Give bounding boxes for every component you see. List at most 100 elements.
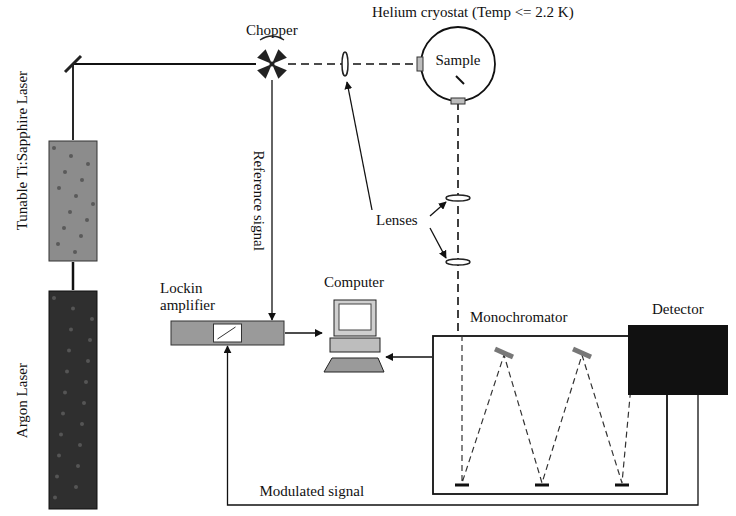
monochromator-box — [433, 336, 667, 494]
computer-node: Computer — [322, 298, 386, 378]
computer-shape — [322, 298, 386, 378]
rotation-arrow — [260, 36, 284, 40]
connector — [271, 80, 272, 320]
grating — [535, 484, 549, 487]
connector — [228, 346, 699, 505]
internal-beam — [462, 335, 668, 483]
texture-dot — [76, 464, 80, 468]
node-label: Lockin amplifier — [160, 280, 240, 315]
argon-node: Argon Laser — [48, 290, 98, 510]
grating — [615, 484, 629, 487]
connector — [288, 63, 420, 65]
texture-dot — [52, 146, 56, 150]
chopper-node: Chopper — [256, 48, 288, 80]
texture-dot — [62, 226, 66, 230]
texture-dot — [86, 359, 90, 363]
lens — [446, 259, 470, 265]
part-label: Lenses — [376, 212, 418, 229]
grating — [455, 484, 469, 487]
tisaph-shape — [48, 140, 98, 262]
texture-dot — [73, 250, 77, 254]
tisaph-node: Tunable Ti:Sapphire Laser — [48, 140, 98, 262]
mirror — [573, 349, 591, 357]
node-label: Tunable Ti:Sapphire Laser — [14, 70, 31, 229]
case — [330, 338, 380, 352]
texture-dot — [74, 485, 78, 489]
signal-label: Modulated signal — [258, 483, 367, 500]
monitor — [334, 300, 376, 336]
texture-dot — [91, 202, 95, 206]
texture-dot — [90, 317, 94, 321]
connector — [386, 356, 432, 357]
detector-box — [628, 325, 728, 395]
node-label: Computer — [324, 274, 384, 291]
node-label: Detector — [652, 301, 704, 318]
cryo-node: Helium cryostat (Temp <= 2.2 K)Sample — [420, 26, 496, 102]
leader-line — [347, 82, 372, 210]
beam-mirror — [65, 56, 81, 72]
texture-dot — [57, 186, 61, 190]
chopper-hub — [270, 62, 275, 67]
texture-dot — [71, 307, 75, 311]
texture-dot — [84, 380, 88, 384]
texture-dot — [56, 242, 60, 246]
texture-dot — [85, 218, 89, 222]
display — [214, 324, 242, 342]
mono-shape — [432, 335, 668, 495]
texture-dot — [65, 370, 69, 374]
sample-mount — [456, 76, 464, 84]
laser-box — [49, 291, 97, 509]
laser-box — [49, 141, 97, 261]
texture-dot — [55, 475, 59, 479]
texture-dot — [67, 349, 71, 353]
texture-dot — [78, 443, 82, 447]
chopper-shape — [256, 48, 288, 80]
instrument-box — [171, 321, 284, 345]
argon-shape — [48, 290, 98, 510]
lockin-shape — [170, 320, 285, 346]
node-label: Argon Laser — [13, 363, 30, 438]
chopper-blade — [257, 60, 276, 79]
inner-label: Sample — [436, 52, 481, 69]
detector-shape — [628, 325, 728, 395]
cryo-shape — [420, 26, 496, 102]
mirror — [495, 349, 513, 357]
texture-dot — [63, 391, 67, 395]
chopper-blade — [257, 49, 276, 68]
connector — [285, 332, 322, 333]
detector-node: Detector — [628, 325, 728, 395]
texture-dot — [69, 328, 73, 332]
screen — [339, 304, 371, 330]
texture-dot — [82, 401, 86, 405]
texture-dot — [79, 234, 83, 238]
display-needle — [218, 327, 236, 339]
texture-dot — [86, 162, 90, 166]
connector — [73, 64, 256, 140]
node-label: Monochromator — [470, 309, 567, 326]
chopper-blade — [268, 60, 287, 79]
node-label: Chopper — [246, 22, 298, 39]
connector — [72, 262, 75, 290]
texture-dot — [69, 154, 73, 158]
lens — [342, 52, 348, 76]
lens — [446, 195, 470, 201]
mono-node: Monochromator — [432, 335, 668, 495]
texture-dot — [80, 178, 84, 182]
texture-dot — [88, 338, 92, 342]
texture-dot — [53, 496, 57, 500]
lockin-node: Lockin amplifier — [170, 320, 285, 346]
node-label: Helium cryostat (Temp <= 2.2 K) — [372, 4, 574, 21]
cryostat-outline — [421, 27, 495, 101]
texture-dot — [68, 210, 72, 214]
texture-dot — [61, 412, 65, 416]
texture-dot — [52, 296, 56, 300]
cryostat-window — [417, 57, 423, 71]
leader-line — [430, 228, 446, 258]
texture-dot — [57, 454, 61, 458]
texture-dot — [80, 422, 84, 426]
cryostat-window — [451, 98, 465, 104]
texture-dot — [63, 170, 67, 174]
texture-dot — [74, 194, 78, 198]
